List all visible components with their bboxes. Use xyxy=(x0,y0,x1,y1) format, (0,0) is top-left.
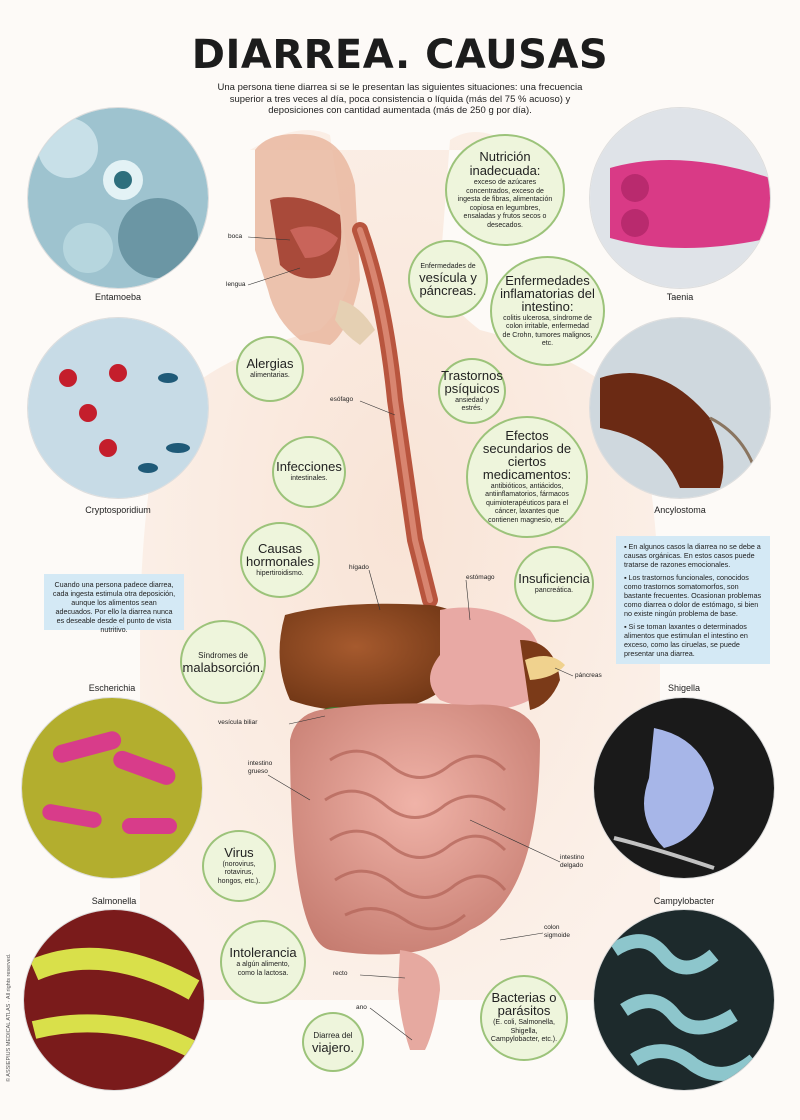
cause-infecciones-title: Infecciones xyxy=(276,459,342,475)
cause-medicamentos-body: antibióticos, antiácidos, antiinflamator… xyxy=(485,482,569,524)
cause-bacterias-title: Bacterias o parásitos xyxy=(491,990,557,1019)
label-recto: recto xyxy=(333,970,348,977)
cause-inflamatorias-body: colitis ulcerosa, síndrome de colon irri… xyxy=(502,314,593,348)
cause-virus-title: Virus xyxy=(224,844,254,860)
cause-vesicula-pre: Enfermedades de xyxy=(420,262,476,270)
entamoeba-image xyxy=(28,108,208,288)
cause-virus-body: (norovirus, rotavirus, hongos, etc.). xyxy=(217,860,261,885)
cause-psiquicos-title: Trastornos psíquicos xyxy=(441,367,503,396)
cause-psiquicos-body: ansiedad y estrés. xyxy=(455,396,489,413)
label-boca: boca xyxy=(228,233,243,240)
page-subtitle: Una persona tiene diarrea si se le prese… xyxy=(217,82,583,116)
copyright: © ASSIEPIUS MEDICAL ATLAS · All rights r… xyxy=(6,953,12,1082)
cause-inflamatorias-title: Enfermedades inflamatorias del intestino… xyxy=(500,272,595,314)
campylobacter-label: Campylobacter xyxy=(653,896,715,906)
cryptosporidium-image xyxy=(28,318,208,498)
note-right: ▪ En algunos casos la diarrea no se debe… xyxy=(616,536,770,664)
cause-bacterias: Bacterias o parásitos (E. coli, Salmonel… xyxy=(480,975,568,1061)
cause-vesicula: Enfermedades de vesícula y páncreas. xyxy=(408,240,488,318)
label-pancreas: páncreas xyxy=(575,672,602,679)
cause-vesicula-title: vesícula y páncreas. xyxy=(419,270,477,299)
note-right-item: ▪ Si se toman laxantes o determinados al… xyxy=(624,622,748,658)
label-higado: hígado xyxy=(349,564,369,571)
cause-psiquicos: Trastornos psíquicos ansiedad y estrés. xyxy=(438,358,506,424)
cause-hormonales-body: hipertiroidismo. xyxy=(256,569,304,577)
escherichia-image xyxy=(22,698,202,878)
label-intestino-grueso: intestino grueso xyxy=(248,760,273,775)
cause-nutricion: Nutrición inadecuada: exceso de azúcares… xyxy=(445,134,565,246)
cause-hormonales-title: Causas hormonales xyxy=(246,540,314,569)
note-right-item: ▪ Los trastornos funcionales, conocidos … xyxy=(624,573,762,618)
cause-alergias-body: alimentarias. xyxy=(250,372,290,380)
cause-virus: Virus (norovirus, rotavirus, hongos, etc… xyxy=(202,830,276,902)
label-intestino-delgado: intestino delgado xyxy=(560,854,585,869)
label-estomago: estómago xyxy=(466,574,495,581)
cause-insuficiencia-title: Insuficiencia xyxy=(518,571,590,587)
ancylostoma-label: Ancylostoma xyxy=(654,505,706,515)
cause-inflamatorias: Enfermedades inflamatorias del intestino… xyxy=(490,256,605,366)
cryptosporidium-label: Cryptosporidium xyxy=(85,505,151,515)
shigella-label: Shigella xyxy=(667,683,701,693)
entamoeba-label: Entamoeba xyxy=(94,292,142,302)
cause-viajero-title: viajero. xyxy=(312,1039,354,1055)
cause-bacterias-body: (E. coli, Salmonella, Shigella, Campylob… xyxy=(490,1019,558,1044)
cause-nutricion-title: Nutrición inadecuada: xyxy=(469,149,541,178)
cause-infecciones: Infecciones intestinales. xyxy=(272,436,346,508)
salmonella-label: Salmonella xyxy=(91,896,137,906)
page-title: DIARREA. CAUSAS xyxy=(191,32,609,78)
cause-alergias-title: Alergias xyxy=(246,356,294,372)
cause-infecciones-body: intestinales. xyxy=(290,475,328,483)
cause-viajero: Diarrea del viajero. xyxy=(302,1012,364,1072)
cause-insuficiencia-body: pancreática. xyxy=(534,587,574,595)
cause-intolerancia-title: Intolerancia xyxy=(229,945,297,960)
cause-malabsorcion-pre: Síndromes de xyxy=(198,651,248,661)
label-colon-sigmoide: colon sigmoide xyxy=(544,924,571,939)
shigella-image xyxy=(594,698,774,878)
label-lengua: lengua xyxy=(226,281,246,288)
cause-medicamentos-title: Efectos secundarios de ciertos medicamen… xyxy=(482,427,572,482)
cause-insuficiencia: Insuficiencia pancreática. xyxy=(514,546,594,622)
cause-alergias: Alergias alimentarias. xyxy=(236,336,304,402)
cause-viajero-pre: Diarrea del xyxy=(313,1031,353,1041)
ancylostoma-image xyxy=(590,318,770,498)
cause-malabsorcion-title: malabsorción. xyxy=(182,659,264,675)
note-left: Cuando una persona padece diarrea, cada … xyxy=(44,574,184,634)
label-ano: ano xyxy=(356,1004,367,1011)
campylobacter-image xyxy=(594,910,774,1090)
cause-hormonales: Causas hormonales hipertiroidismo. xyxy=(240,522,320,598)
salmonella-image xyxy=(24,910,204,1090)
cause-intolerancia: Intolerancia a algún alimento, como la l… xyxy=(220,920,306,1004)
escherichia-label: Escherichia xyxy=(88,683,136,693)
note-right-item: ▪ En algunos casos la diarrea no se debe… xyxy=(624,542,761,569)
label-vesicula: vesícula biliar xyxy=(218,719,258,726)
taenia-image xyxy=(590,108,770,288)
taenia-label: Taenia xyxy=(666,292,694,302)
cause-nutricion-body: exceso de azúcares concentrados, exceso … xyxy=(457,179,553,229)
cause-intolerancia-body: a algún alimento, como la lactosa. xyxy=(236,961,290,977)
cause-malabsorcion: Síndromes de malabsorción. xyxy=(180,620,266,704)
cause-medicamentos: Efectos secundarios de ciertos medicamen… xyxy=(466,416,588,538)
label-esofago: esófago xyxy=(330,396,354,403)
